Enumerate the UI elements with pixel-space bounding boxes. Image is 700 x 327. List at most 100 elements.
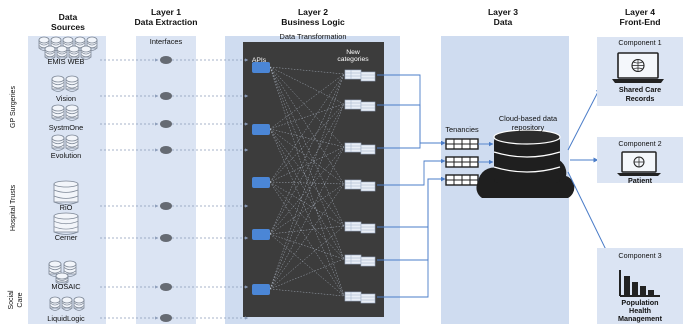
category-table-icon bbox=[344, 69, 376, 82]
bar-chart-icon bbox=[619, 270, 660, 297]
interface-nodes bbox=[100, 56, 249, 322]
category-arrow bbox=[377, 140, 446, 149]
mesh-link bbox=[269, 128, 345, 297]
mesh-link bbox=[269, 128, 345, 185]
component-1-name-line1: Shared Care bbox=[619, 85, 661, 94]
interface-node bbox=[160, 120, 172, 128]
categories-label-line2: categories bbox=[337, 56, 369, 63]
group-social-care-line1: Social bbox=[8, 290, 15, 310]
database-icon bbox=[38, 36, 50, 51]
interface-node bbox=[160, 92, 172, 100]
mesh-link bbox=[269, 73, 345, 130]
mesh-link bbox=[269, 225, 345, 235]
database-icon bbox=[56, 45, 68, 60]
mesh-link bbox=[269, 233, 345, 260]
cloud-database-icon bbox=[476, 129, 575, 198]
arrow-to-component-3 bbox=[567, 171, 611, 259]
mesh-link bbox=[269, 233, 345, 297]
source-label-liquidlogic: LiquidLogic bbox=[47, 314, 85, 323]
mesh-link bbox=[269, 128, 345, 227]
source-icons bbox=[38, 36, 98, 311]
mesh-link bbox=[269, 128, 345, 148]
transformation-mesh bbox=[252, 62, 376, 304]
component-3-name-line3: Management bbox=[618, 314, 663, 323]
header-layer2-line1: Layer 2 bbox=[298, 7, 328, 17]
category-table-icon bbox=[344, 291, 376, 304]
mesh-link bbox=[269, 66, 345, 75]
source-label-vision: Vision bbox=[56, 94, 76, 103]
header-layer2-line2: Business Logic bbox=[281, 17, 345, 27]
interface-node bbox=[160, 283, 172, 291]
database-icon bbox=[63, 260, 77, 277]
component-2-title: Component 2 bbox=[618, 139, 661, 148]
laptop-icon bbox=[617, 151, 661, 176]
tenancy-table-icon bbox=[445, 138, 494, 150]
category-table-icon bbox=[344, 179, 376, 192]
arrow-to-component-1 bbox=[567, 87, 601, 151]
database-icon bbox=[65, 134, 79, 151]
component-3-title: Component 3 bbox=[618, 251, 661, 260]
interface-node bbox=[160, 234, 172, 242]
category-table-icon bbox=[344, 254, 376, 267]
mesh-link bbox=[269, 66, 345, 260]
database-icon bbox=[51, 75, 65, 92]
database-icon bbox=[61, 296, 73, 311]
header-layer3-line2: Data bbox=[494, 17, 513, 27]
database-icon bbox=[51, 134, 65, 151]
tenancy-tables bbox=[445, 138, 494, 186]
mesh-link bbox=[269, 183, 345, 290]
category-table-icon bbox=[344, 99, 376, 112]
source-label-mosaic: MOSAIC bbox=[51, 282, 81, 291]
mesh-link bbox=[269, 66, 345, 185]
mesh-link bbox=[269, 288, 345, 297]
transformation-title: Data Transformation bbox=[280, 32, 347, 41]
database-icon bbox=[53, 180, 79, 205]
database-icon bbox=[68, 45, 80, 60]
apis-label: APIs bbox=[252, 57, 267, 64]
group-social-care-line2: Care bbox=[17, 292, 24, 307]
component-1-title: Component 1 bbox=[618, 38, 661, 47]
component-2-name: Patient bbox=[628, 176, 653, 185]
header-layer1-line1: Layer 1 bbox=[151, 7, 181, 17]
mesh-link bbox=[269, 225, 345, 290]
api-block bbox=[252, 229, 270, 240]
interface-node bbox=[160, 314, 172, 322]
mesh-link bbox=[269, 103, 345, 290]
category-arrow bbox=[377, 158, 446, 186]
mesh-link bbox=[269, 128, 345, 260]
mesh-link bbox=[269, 258, 345, 290]
component-3-name-line1: Population bbox=[621, 298, 658, 307]
header-sources-line1: Data bbox=[59, 12, 78, 22]
database-icon bbox=[55, 272, 69, 285]
component-1-name-line2: Records bbox=[626, 94, 655, 103]
interface-node bbox=[160, 202, 172, 210]
mesh-link bbox=[269, 66, 345, 227]
group-gp-surgeries: GP Surgeries bbox=[10, 86, 17, 128]
mesh-link bbox=[269, 103, 345, 235]
database-icon bbox=[65, 75, 79, 92]
mesh-link bbox=[269, 146, 345, 290]
source-label-cerner: Cerner bbox=[55, 233, 78, 242]
database-icon bbox=[53, 212, 79, 235]
categories-label-line1: New bbox=[346, 49, 360, 56]
repository-label-line2: repository bbox=[512, 123, 545, 132]
mesh-link bbox=[269, 146, 345, 235]
database-icon bbox=[62, 36, 74, 51]
interfaces-column bbox=[136, 36, 196, 324]
tenancies-label: Tenancies bbox=[445, 125, 479, 134]
source-label-systmone: SystmOne bbox=[49, 123, 84, 132]
interface-node bbox=[160, 146, 172, 154]
category-to-tenancy-arrows bbox=[377, 74, 446, 298]
api-block bbox=[252, 124, 270, 135]
database-icon bbox=[51, 104, 65, 121]
database-icon bbox=[80, 45, 92, 60]
interfaces-title: Interfaces bbox=[150, 37, 183, 46]
header-sources-line2: Sources bbox=[51, 22, 85, 32]
api-block bbox=[252, 177, 270, 188]
source-label-emis-web: EMIS WEB bbox=[48, 57, 85, 66]
mesh-link bbox=[269, 73, 345, 235]
mesh-link bbox=[269, 66, 345, 148]
database-icon bbox=[65, 104, 79, 121]
